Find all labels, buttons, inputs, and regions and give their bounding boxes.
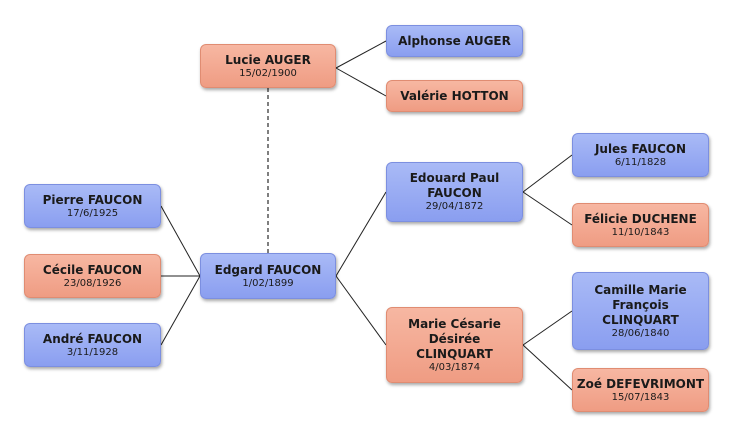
person-date: 28/06/1840 [611,327,670,339]
connector-lucie-alphonse [335,40,387,69]
connector-edouard-felicie [522,191,573,226]
person-name: Marie Césarie Désirée CLINQUART [408,316,501,361]
person-name: Cécile FAUCON [42,262,143,277]
connector-lucie-valerie [335,67,387,97]
person-name: Valérie HOTTON [400,88,509,103]
connector-marie-camille [522,310,573,346]
person-name: Edouard Paul FAUCON [409,171,500,200]
person-name: Pierre FAUCON [42,192,143,207]
person-name: Lucie AUGER [225,52,311,67]
person-date: 4/03/1874 [428,361,481,373]
connector-edgard-edouard [335,191,387,277]
person-marie-cesarie-desiree-clinquart[interactable]: Marie Césarie Désirée CLINQUART 4/03/187… [386,307,523,383]
person-date: 23/08/1926 [63,277,122,289]
person-name: Jules FAUCON [594,141,687,156]
connector-pierre-edgard [160,205,201,277]
person-edgard-faucon[interactable]: Edgard FAUCON 1/02/1899 [200,253,336,299]
person-camille-marie-francois-clinquart[interactable]: Camille Marie François CLINQUART 28/06/1… [572,272,709,350]
person-pierre-faucon[interactable]: Pierre FAUCON 17/6/1925 [24,184,161,228]
connector-andre-edgard [160,275,201,346]
person-date: 3/11/1928 [66,346,119,358]
person-date: 1/02/1899 [242,277,294,289]
person-name: André FAUCON [42,331,143,346]
connector-edouard-jules [522,154,573,193]
person-name: Zoé DEFEVRIMONT [576,376,705,391]
person-jules-faucon[interactable]: Jules FAUCON 6/11/1828 [572,133,709,177]
person-date: 15/02/1900 [239,67,297,79]
person-date: 17/6/1925 [66,207,119,219]
person-andre-faucon[interactable]: André FAUCON 3/11/1928 [24,323,161,367]
connector-marie-zoe [522,344,573,391]
person-name: Alphonse AUGER [398,33,511,48]
person-felicie-duchene[interactable]: Félicie DUCHENE 11/10/1843 [572,203,709,247]
connector-edgard-marie [335,275,387,346]
person-zoe-defevrimont[interactable]: Zoé DEFEVRIMONT 15/07/1843 [572,368,709,412]
person-lucie-auger[interactable]: Lucie AUGER 15/02/1900 [200,44,336,88]
person-name: Edgard FAUCON [214,262,322,277]
person-cecile-faucon[interactable]: Cécile FAUCON 23/08/1926 [24,254,161,298]
person-alphonse-auger[interactable]: Alphonse AUGER [386,25,523,57]
person-date: 6/11/1828 [614,156,667,168]
person-name: Camille Marie François CLINQUART [594,282,687,327]
person-date: 29/04/1872 [425,201,484,212]
person-valerie-hotton[interactable]: Valérie HOTTON [386,80,523,112]
person-date: 11/10/1843 [611,226,670,238]
person-name: Félicie DUCHENE [584,211,697,226]
person-edouard-paul-faucon[interactable]: Edouard Paul FAUCON 29/04/1872 [386,162,523,222]
person-date: 15/07/1843 [611,391,670,403]
